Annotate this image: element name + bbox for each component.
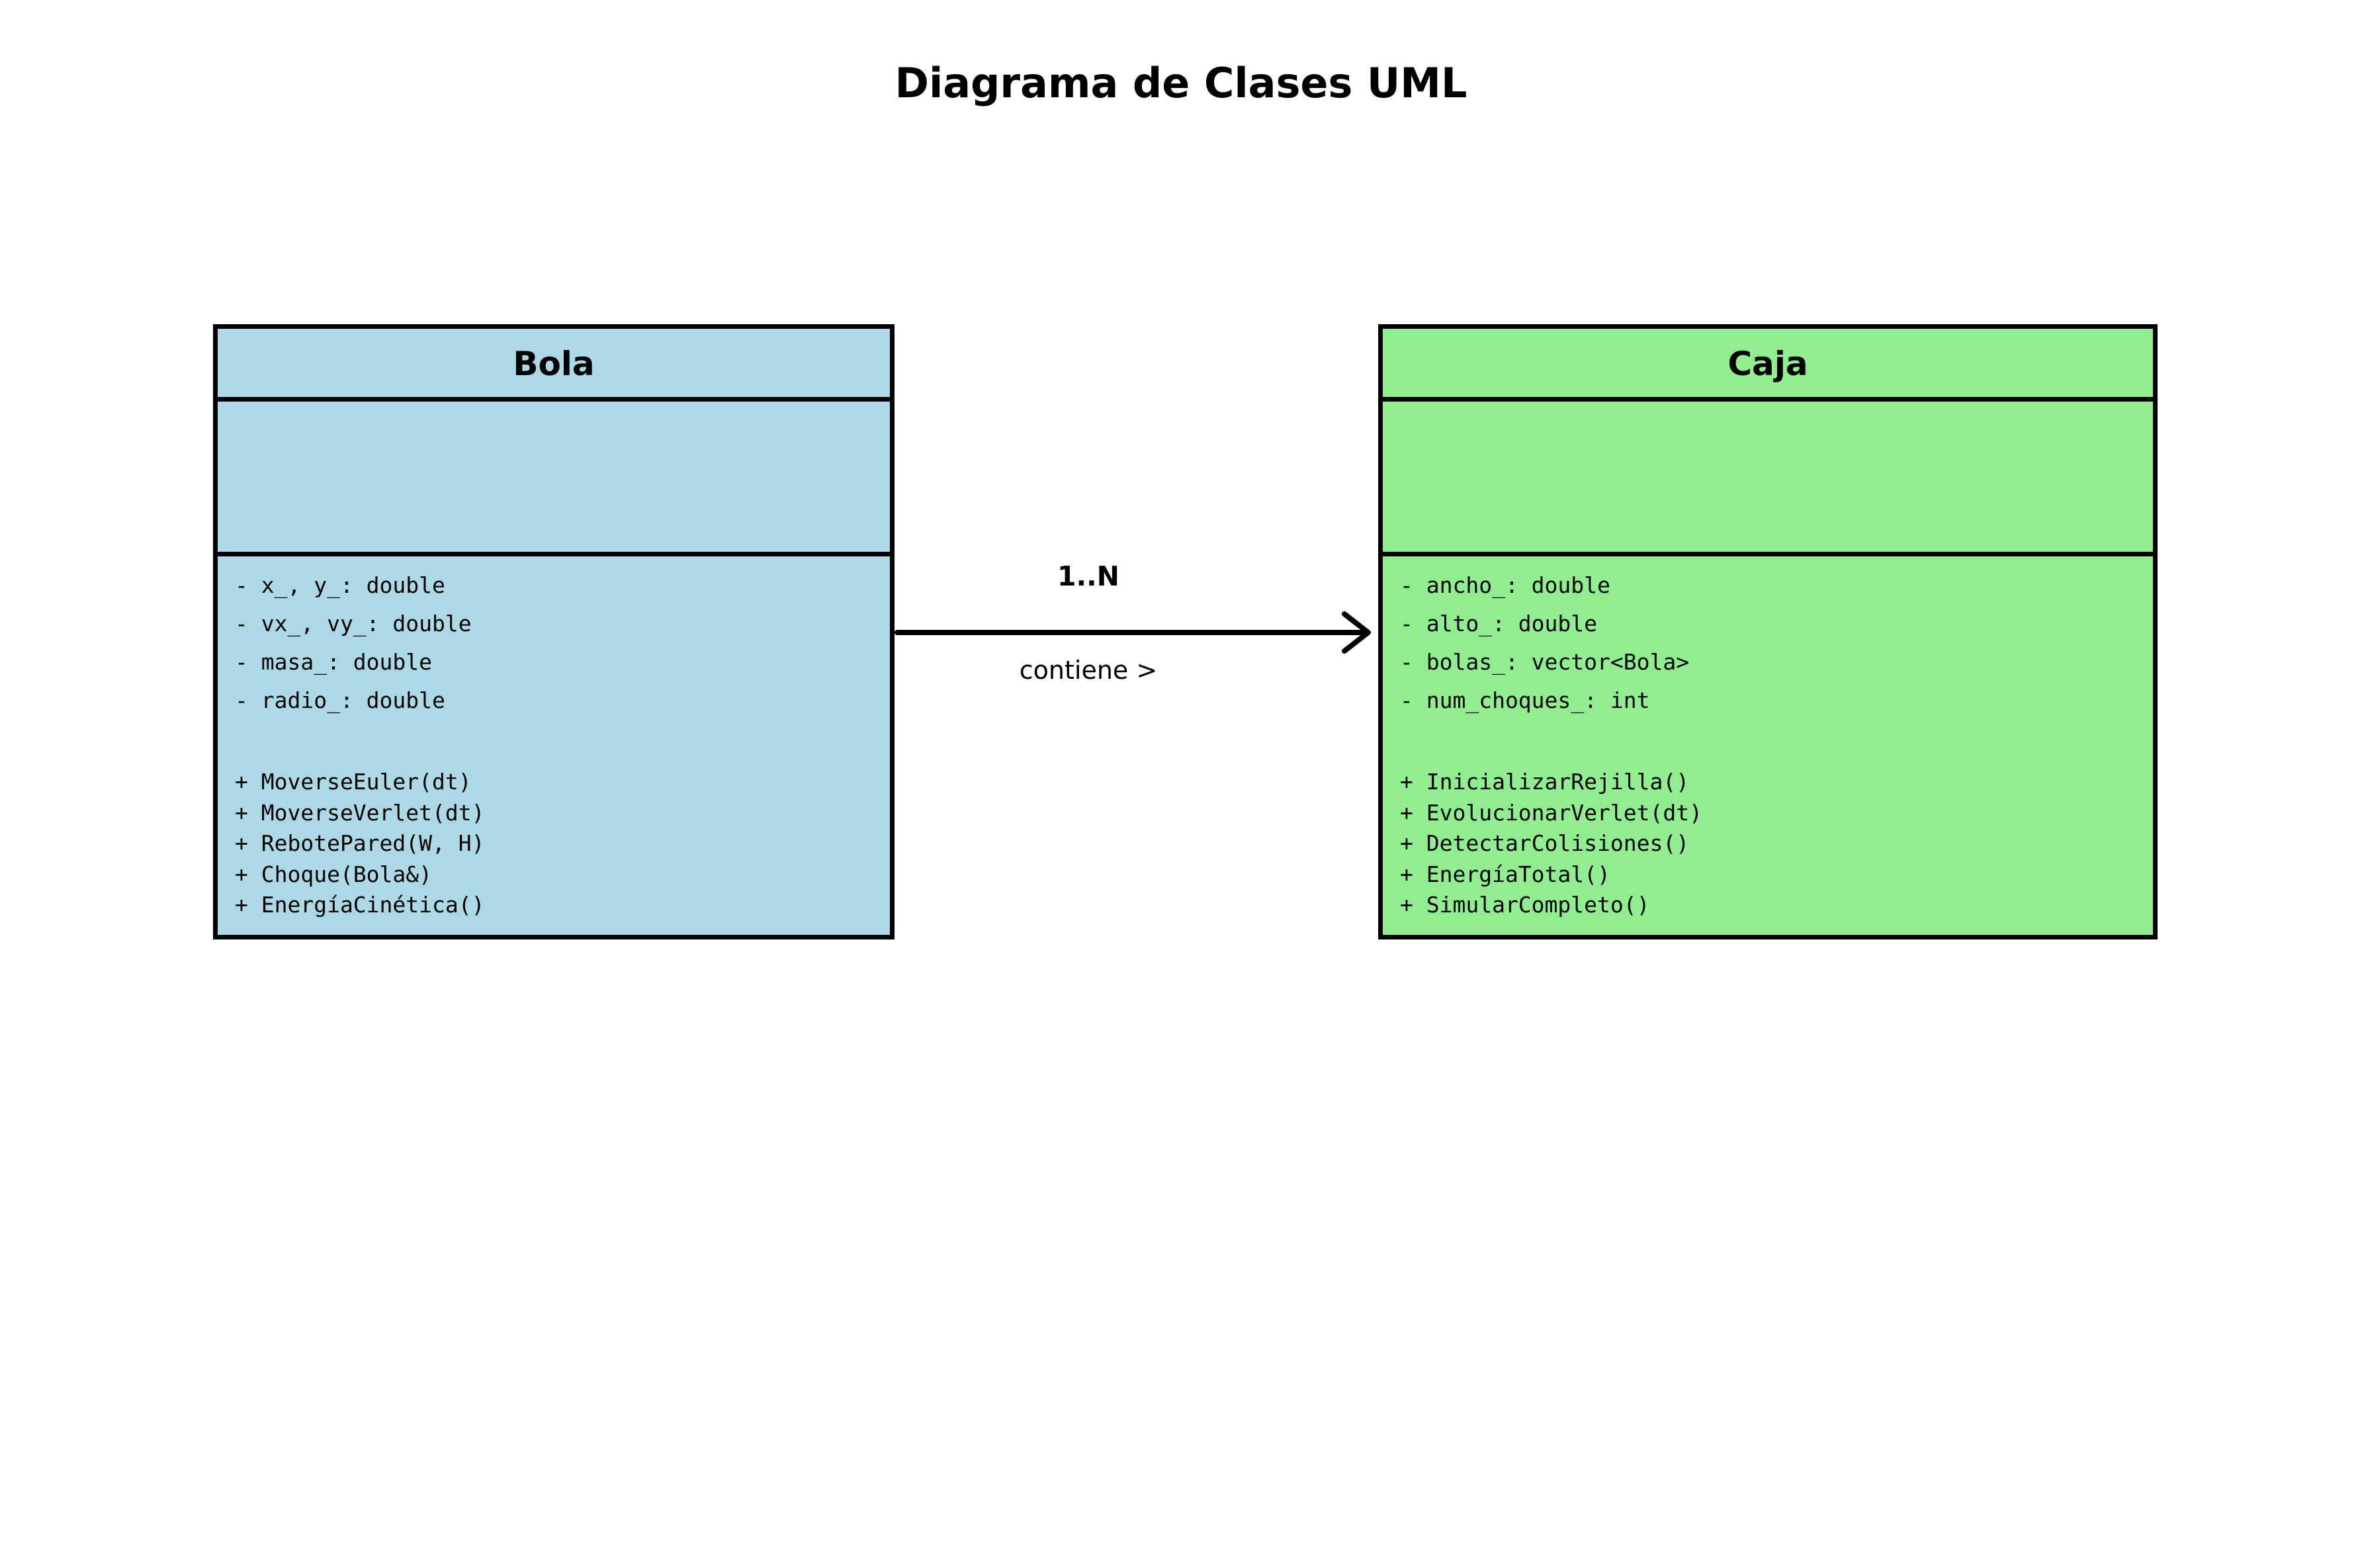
arrowhead-icon	[1342, 611, 1371, 654]
attribute-item: - x_, y_: double	[235, 572, 445, 598]
class-name-bola: Bola	[218, 329, 890, 402]
attribute-item: - ancho_: double	[1400, 572, 1610, 598]
class-empty-compartment-bola	[218, 402, 890, 556]
method-item: + EnergíaCinética()	[235, 892, 485, 918]
attribute-item: - alto_: double	[1400, 611, 1598, 636]
method-list-caja: + InicializarRejilla() + EvolucionarVerl…	[1400, 767, 2140, 921]
class-box-bola[interactable]: Bola - x_, y_: double - vx_, vy_: double…	[213, 324, 895, 939]
class-box-caja[interactable]: Caja - ancho_: double - alto_: double - …	[1378, 324, 2158, 939]
method-item: + DetectarColisiones()	[1400, 830, 1690, 856]
attribute-item: - radio_: double	[235, 687, 445, 713]
class-name-caja: Caja	[1383, 329, 2153, 402]
method-item: + SimularCompleto()	[1400, 892, 1650, 918]
attribute-item: - vx_, vy_: double	[235, 611, 472, 636]
method-item: + EnergíaTotal()	[1400, 861, 1610, 887]
class-empty-compartment-caja	[1383, 402, 2153, 556]
attribute-list-bola: - x_, y_: double - vx_, vy_: double - ma…	[235, 570, 877, 723]
method-item: + MoverseVerlet(dt)	[235, 799, 485, 826]
attribute-item: - num_choques_: int	[1400, 687, 1650, 713]
association-multiplicity: 1..N	[1057, 560, 1119, 592]
method-item: + InicializarRejilla()	[1400, 769, 1690, 795]
method-item: + EvolucionarVerlet(dt)	[1400, 799, 1702, 826]
method-item: + MoverseEuler(dt)	[235, 769, 472, 795]
association-label: contiene >	[1019, 656, 1158, 685]
attribute-list-caja: - ancho_: double - alto_: double - bolas…	[1400, 570, 2140, 723]
method-list-bola: + MoverseEuler(dt) + MoverseVerlet(dt) +…	[235, 767, 877, 921]
attribute-item: - masa_: double	[235, 649, 433, 675]
method-item: + Choque(Bola&)	[235, 861, 433, 887]
attribute-item: - bolas_: vector<Bola>	[1400, 649, 1690, 675]
diagram-title: Diagrama de Clases UML	[895, 59, 1467, 107]
method-item: + RebotePared(W, H)	[235, 830, 485, 856]
